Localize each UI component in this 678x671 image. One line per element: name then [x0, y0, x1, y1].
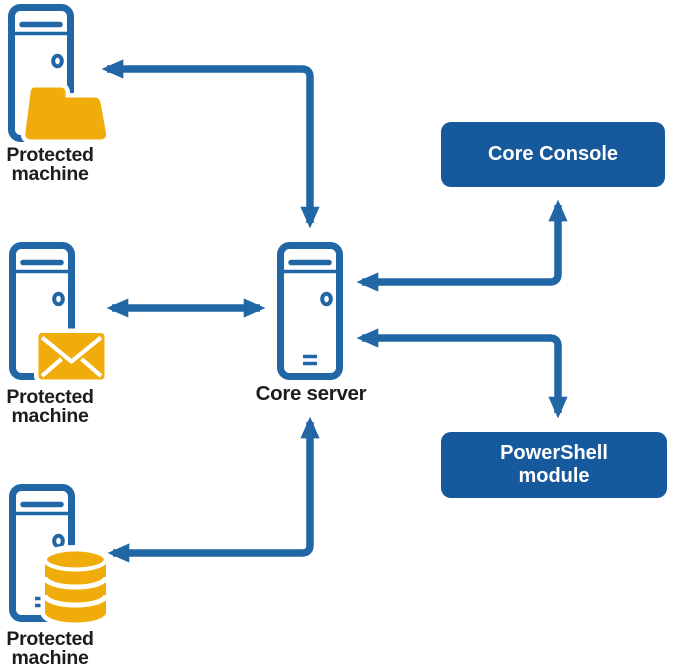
- label-line: Core server: [255, 382, 367, 405]
- powershell-module-box: PowerShell module: [441, 432, 667, 498]
- label-line: Protected: [6, 386, 94, 408]
- database-icon: [40, 545, 111, 627]
- box-label-line: Core Console: [487, 143, 619, 165]
- arrow-database-machine-core: [107, 416, 320, 563]
- core-server-label: Core server: [249, 382, 373, 405]
- label-line: Protected: [6, 144, 94, 166]
- label-line: machine: [11, 647, 89, 669]
- protected-machine-mail-label: Protected machine: [0, 386, 103, 427]
- server-tower-icon-core-server: [280, 246, 340, 377]
- protected-machine-file-label: Protected machine: [0, 144, 103, 185]
- label-line: Protected: [6, 628, 94, 650]
- arrow-powershell-core: [356, 328, 568, 419]
- label-line: machine: [11, 163, 89, 185]
- protected-machine-database-label: Protected machine: [0, 628, 103, 669]
- box-label-line: module: [518, 465, 590, 487]
- label-line: machine: [11, 405, 89, 427]
- arrow-core-console-core: [356, 199, 568, 292]
- folder-icon: [20, 83, 111, 144]
- box-label-line: PowerShell: [500, 442, 608, 464]
- arrow-file-machine-core: [101, 59, 320, 229]
- envelope-icon: [34, 328, 109, 384]
- core-console-box: Core Console: [441, 122, 665, 187]
